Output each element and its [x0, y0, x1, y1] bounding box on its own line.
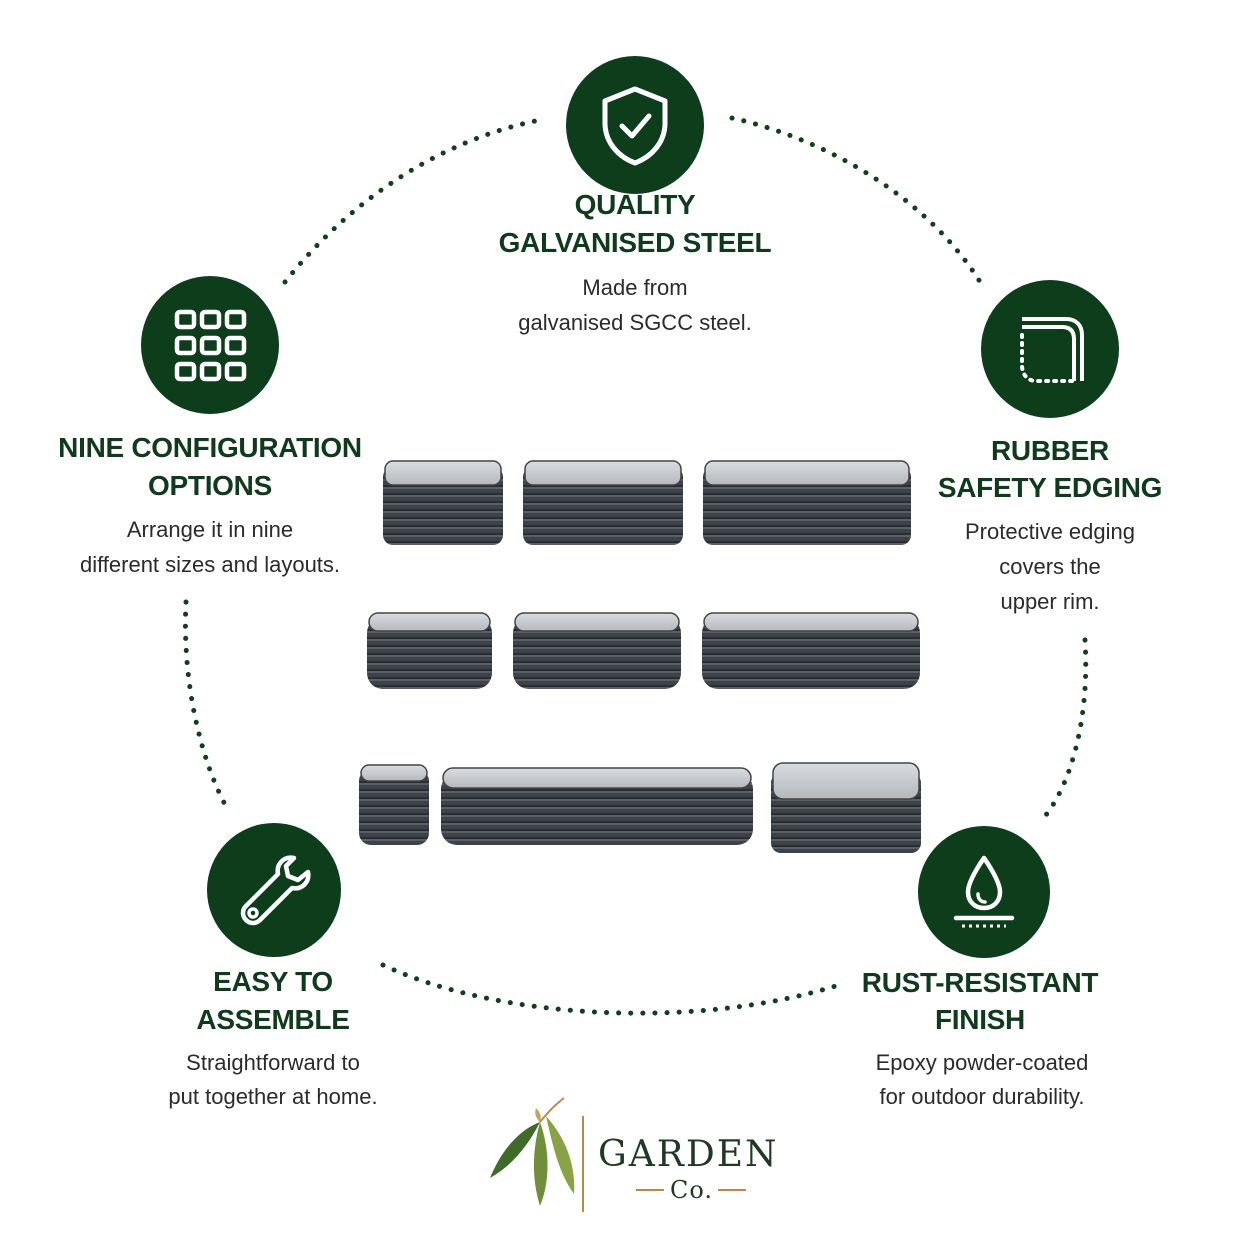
bed-product-image	[359, 460, 921, 853]
rust-title-line1: RUST-RESISTANT	[861, 967, 1099, 998]
brand-sub: Co.	[670, 1176, 714, 1204]
configuration-title-line1: NINE CONFIGURATION	[58, 432, 362, 463]
assemble-title-line2: ASSEMBLE	[196, 1004, 350, 1035]
grid-icon	[174, 309, 247, 382]
configuration-title-line2: OPTIONS	[148, 470, 272, 501]
quality-desc-line1: Made from	[582, 275, 688, 300]
rounded-edge-icon	[1020, 317, 1084, 383]
configuration-desc-line1: Arrange it in nine	[126, 517, 294, 542]
edging-title-line1: RUBBER	[991, 435, 1109, 466]
assemble-desc-line1: Straightforward to	[186, 1050, 360, 1075]
bed-medium-rect	[523, 460, 683, 545]
quality-title-line2: GALVANISED STEEL	[498, 227, 772, 258]
quality-desc-line2: galvanised SGCC steel.	[518, 310, 752, 335]
eucalyptus-leaf-logo	[490, 1097, 575, 1206]
edging-icon-circle	[981, 280, 1119, 418]
assemble-title-line1: EASY TO	[213, 966, 333, 997]
bed-long-oval	[702, 612, 920, 689]
rust-icon-circle	[918, 826, 1050, 958]
bed-large-square	[771, 762, 921, 853]
logo-divider	[582, 1116, 584, 1212]
bed-short-oval	[367, 612, 492, 689]
wrench-icon	[240, 855, 311, 926]
shield-check-icon	[602, 86, 668, 166]
assemble-icon-circle	[207, 823, 341, 957]
bed-medium-oval	[513, 612, 681, 689]
bed-extra-long	[441, 767, 753, 845]
edging-desc-line3: upper rim.	[1000, 589, 1100, 614]
assemble-desc-line2: put together at home.	[168, 1084, 378, 1109]
brand-sub-line-right	[718, 1189, 746, 1191]
bed-round	[359, 764, 429, 845]
edging-title-line2: SAFETY EDGING	[937, 472, 1163, 503]
configuration-desc-line2: different sizes and layouts.	[79, 552, 341, 577]
edging-desc-line1: Protective edging	[965, 519, 1135, 544]
water-drop-icon	[953, 855, 1015, 928]
rust-desc-line2: for outdoor durability.	[879, 1084, 1085, 1109]
bed-small-square	[383, 460, 503, 545]
brand-name: GARDEN	[598, 1134, 779, 1175]
quality-icon-circle	[566, 56, 704, 194]
rust-title-line2: FINISH	[935, 1004, 1025, 1035]
quality-title-line1: QUALITY	[574, 189, 696, 220]
configuration-icon-circle	[141, 276, 279, 414]
brand-sub-line-left	[636, 1189, 664, 1191]
bed-large-rect	[703, 460, 911, 545]
rust-desc-line1: Epoxy powder-coated	[875, 1050, 1089, 1075]
edging-desc-line2: covers the	[999, 554, 1101, 579]
